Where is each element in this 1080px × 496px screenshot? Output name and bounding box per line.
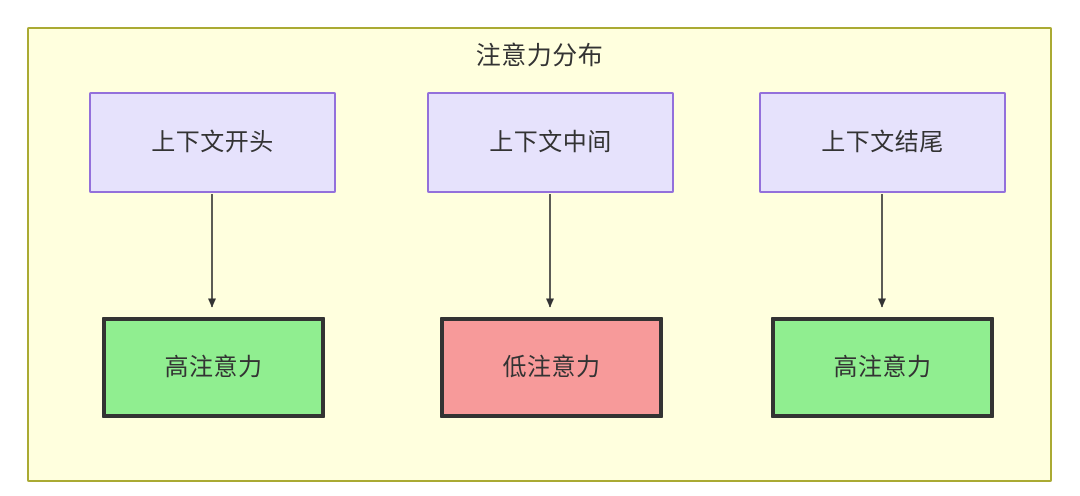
node-context-start[interactable]: 上下文开头 [89, 92, 336, 193]
node-attention-high-start[interactable]: 高注意力 [102, 317, 325, 418]
subgraph-title: 注意力分布 [475, 42, 604, 70]
node-attention-low-middle[interactable]: 低注意力 [440, 317, 663, 418]
node-attention-high-end[interactable]: 高注意力 [771, 317, 994, 418]
node-context-end-label: 上下文结尾 [821, 128, 944, 156]
node-context-middle-label: 上下文中间 [489, 128, 612, 156]
node-attention-high-end-label: 高注意力 [833, 353, 932, 381]
node-attention-low-middle-label: 低注意力 [502, 353, 601, 381]
node-attention-high-start-label: 高注意力 [164, 353, 263, 381]
node-context-start-label: 上下文开头 [151, 128, 274, 156]
node-context-end[interactable]: 上下文结尾 [759, 92, 1006, 193]
node-context-middle[interactable]: 上下文中间 [427, 92, 674, 193]
